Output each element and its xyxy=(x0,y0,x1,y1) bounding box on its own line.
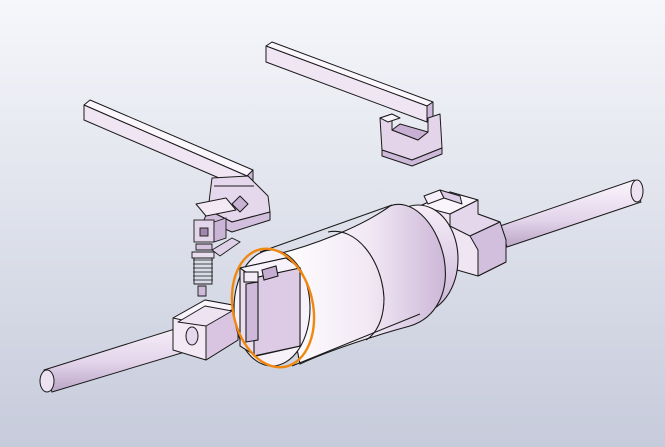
conveyor-drum[interactable] xyxy=(233,203,459,367)
right-bearing-block[interactable] xyxy=(419,189,507,277)
selection-highlight-ring[interactable] xyxy=(221,241,324,375)
spring-tensioner[interactable] xyxy=(191,217,241,297)
right-shaft[interactable] xyxy=(499,179,644,248)
right-support-bracket[interactable] xyxy=(265,41,443,167)
left-bearing-block[interactable] xyxy=(172,299,239,361)
